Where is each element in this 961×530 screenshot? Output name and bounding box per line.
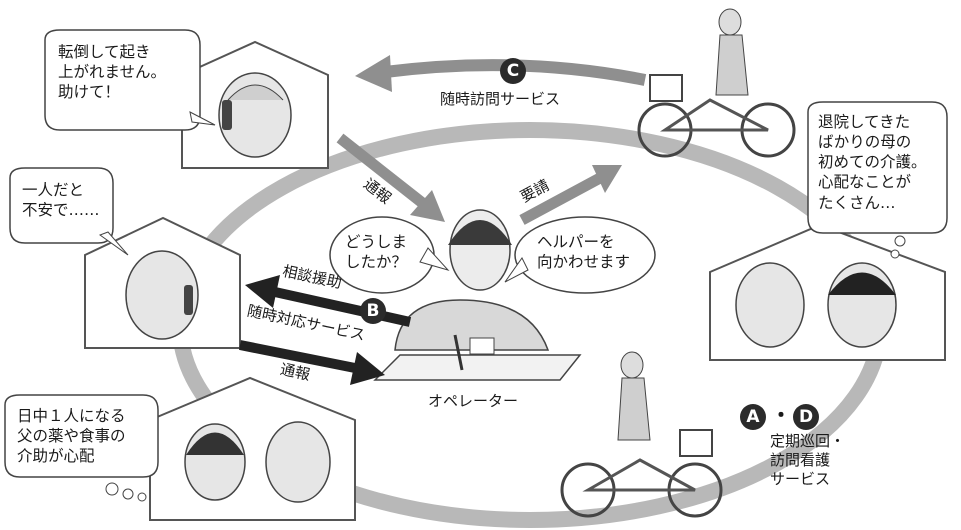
- house-fallen-elder: [181, 40, 329, 169]
- badge-a: A: [740, 404, 766, 430]
- mother-face-icon: [735, 262, 805, 348]
- label-service-ad: 定期巡回・ 訪問看護 サービス: [770, 432, 846, 489]
- bubble-daytime-text: 日中１人になる 父の薬や食事の 介助が心配: [17, 407, 126, 466]
- bubble-daytime: [4, 394, 159, 502]
- anxious-elder-face-icon: [125, 250, 199, 340]
- bubble-alone: [9, 167, 129, 256]
- phone-icon: [184, 285, 193, 315]
- pen-icon: [453, 334, 464, 371]
- rider-icon: [715, 34, 749, 96]
- bubble-helper-reply: [504, 216, 656, 294]
- badge-b: B: [360, 298, 386, 324]
- operator-figure: [373, 209, 582, 381]
- label-service-c: 随時訪問サービス: [440, 90, 561, 108]
- father-face-icon: [265, 421, 331, 503]
- badge-separator: ・: [771, 403, 791, 427]
- arrow-report-top: [336, 133, 445, 222]
- arrow-request: [519, 165, 622, 225]
- bubble-discharged-text: 退院してきた ばかりの母の 初めての介護。 心配なことが たくさん…: [818, 113, 927, 212]
- desk-clipboard-icon: [373, 354, 582, 381]
- badge-c: C: [500, 58, 526, 84]
- bubble-helper-reply-text: ヘルパーを 向かわせます: [537, 233, 631, 272]
- name-badge-icon: [469, 337, 495, 355]
- rider-icon: [617, 377, 651, 441]
- phone-icon: [222, 100, 232, 130]
- bicycle-visit-top: [637, 8, 796, 158]
- arrow-report-bottom: [239, 340, 385, 385]
- basket-icon: [649, 74, 683, 102]
- bubble-fallen-text: 転倒して起き 上がれません。 助けて！: [58, 43, 167, 102]
- bubble-alone-text: 一人だと 不安で……: [22, 181, 100, 220]
- bubble-operator-question-text: どうしま したか？: [345, 233, 408, 272]
- bicycle-visit-bottom: [560, 351, 723, 518]
- house-daughter-father: [149, 376, 356, 521]
- house-mother-son: [709, 223, 946, 361]
- bubble-operator-question: [329, 216, 450, 294]
- label-operator: オペレーター: [428, 392, 519, 410]
- bubble-fallen: [44, 29, 216, 131]
- arrow-consult: [245, 275, 412, 327]
- badge-d: D: [793, 404, 819, 430]
- basket-icon: [679, 429, 713, 457]
- bubble-discharged: [807, 101, 948, 259]
